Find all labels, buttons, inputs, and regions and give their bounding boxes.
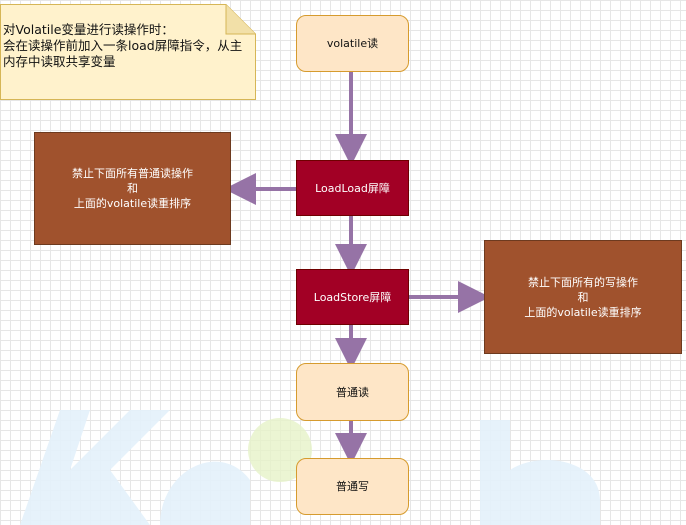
note-shape	[0, 4, 256, 100]
node-normal-read-label: 普通读	[336, 385, 369, 399]
node-loadload-barrier: LoadLoad屏障	[296, 160, 409, 216]
comment-loadload-line3: 上面的volatile读重排序	[73, 197, 192, 210]
note-callout: 对Volatile变量进行读操作时： 会在读操作前加入一条load屏障指令，从主…	[0, 4, 256, 100]
node-volatile-read: volatile读	[296, 15, 409, 72]
node-volatile-read-label: volatile读	[326, 37, 379, 50]
node-normal-write-label: 普通写	[336, 480, 369, 493]
comment-loadstore-line2: 和	[577, 290, 589, 304]
node-loadload-barrier-label: LoadLoad屏障	[315, 181, 390, 195]
node-loadstore-barrier-label: LoadStore屏障	[313, 290, 392, 304]
comment-loadload-line2: 和	[127, 182, 138, 195]
node-normal-write: 普通写	[296, 458, 409, 515]
comment-loadload-line1: 禁止下面所有普通读操作	[72, 167, 193, 180]
comment-loadstore: 禁止下面所有的写操作 和 上面的volatile读重排序	[484, 240, 682, 354]
node-loadstore-barrier: LoadStore屏障	[296, 269, 409, 325]
node-normal-read: 普通读	[296, 363, 409, 421]
note-text: 对Volatile变量进行读操作时： 会在读操作前加入一条load屏障指令，从主…	[3, 22, 243, 69]
comment-loadstore-line1: 禁止下面所有的写操作	[528, 275, 638, 289]
comment-loadload: 禁止下面所有普通读操作 和 上面的volatile读重排序	[34, 132, 231, 245]
comment-loadstore-line3: 上面的volatile读重排序	[524, 305, 642, 319]
